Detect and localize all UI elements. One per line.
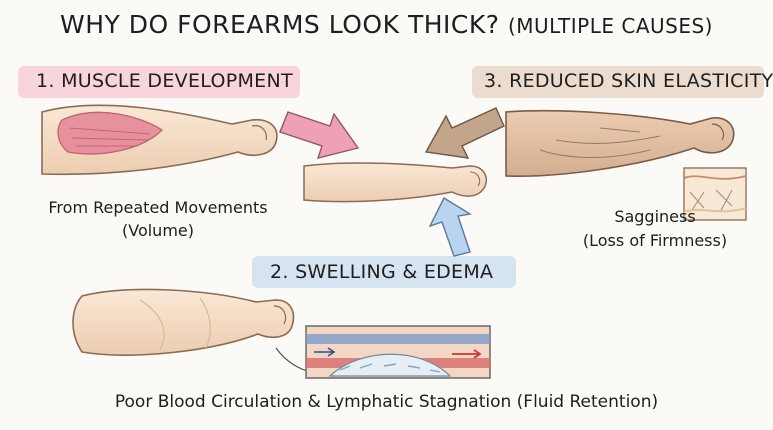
sagging-arm-illustration (505, 109, 735, 178)
arrow-cause1 (279, 111, 360, 159)
title-sub: (MULTIPLE CAUSES) (507, 14, 713, 38)
swollen-arm-illustration (72, 288, 313, 373)
cause2-heading: 2. SWELLING & EDEMA (270, 261, 494, 283)
cause2-caption: Poor Blood Circulation & Lymphatic Stagn… (114, 392, 659, 412)
highlight-cause3 (472, 66, 764, 98)
cause1-heading: 1. MUSCLE DEVELOPMENT (36, 70, 293, 92)
center-arm-illustration (303, 162, 488, 203)
highlight-cause1 (18, 66, 300, 98)
title-main: WHY DO FOREARMS LOOK THICK? (60, 10, 500, 39)
cause1-caption-line1: From Repeated Movements (48, 198, 268, 217)
page-title: WHY DO FOREARMS LOOK THICK? (MULTIPLE CA… (0, 12, 773, 37)
skin-layer-illustration (683, 167, 747, 221)
arrow-cause2 (428, 197, 472, 257)
muscle-arm-illustration (41, 104, 278, 176)
cause1-caption-line2: (Volume) (122, 221, 194, 240)
arrow-cause3 (424, 107, 505, 159)
cause3-caption-line1: Sagginess (614, 207, 696, 226)
cause3-heading: 3. REDUCED SKIN ELASTICITY (484, 70, 773, 92)
vessel-crosssection-illustration (305, 325, 491, 379)
cause3-caption-line2: (Loss of Firmness) (582, 231, 728, 250)
highlight-cause2 (252, 256, 516, 288)
